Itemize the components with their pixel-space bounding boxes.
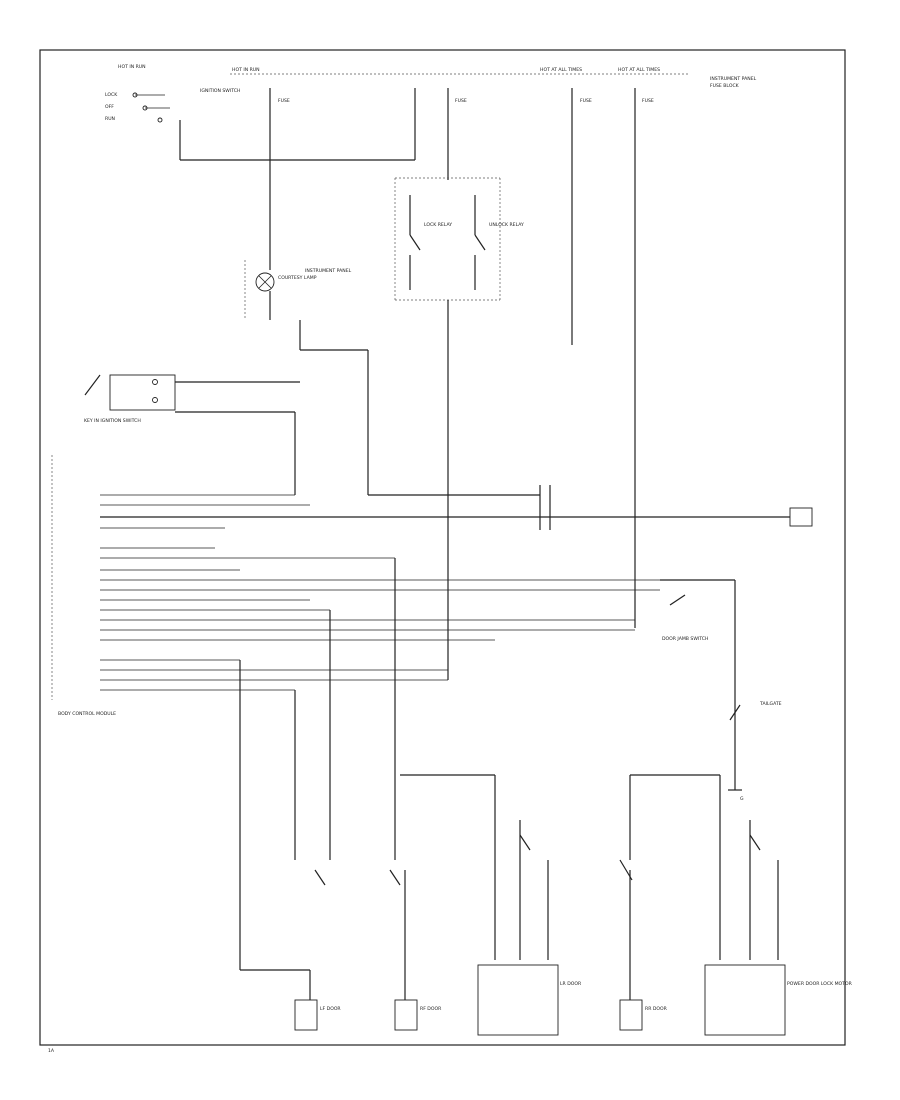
power-header: HOT IN RUN HOT IN RUN HOT AT ALL TIMES H… <box>118 64 757 89</box>
body-control-module: BODY CONTROL MODULE <box>51 455 660 717</box>
panel-fuse-block-label: FUSE BLOCK <box>710 83 740 89</box>
instrument-panel-label-2: INSTRUMENT PANEL <box>305 268 352 274</box>
motor-label: POWER DOOR LOCK MOTOR <box>787 981 853 987</box>
instrument-panel-label: INSTRUMENT PANEL <box>710 76 757 82</box>
rr-door-label: RR DOOR <box>645 1006 668 1012</box>
door-feeds <box>239 558 721 1000</box>
rf-door-label: RF DOOR <box>420 1006 442 1012</box>
ignition-switch: LOCK OFF RUN IGNITION SWITCH <box>105 88 240 123</box>
key-in-ignition-switch-label: KEY IN IGNITION SWITCH <box>84 418 141 424</box>
feed-wires <box>299 180 636 680</box>
fuses: FUSE FUSE FUSE FUSE <box>179 88 654 345</box>
courtesy-lamp: COURTESY LAMP INSTRUMENT PANEL <box>244 260 352 320</box>
tailgate-label: TAILGATE <box>759 701 782 707</box>
svg-text:RUN: RUN <box>105 116 115 122</box>
hot-in-run-bus-label: HOT IN RUN <box>232 67 260 73</box>
jamb-switch-chain: DOOR JAMB SWITCH TAILGATE G <box>660 579 782 802</box>
fuse-label-1: FUSE <box>278 98 290 104</box>
fuse-label-3: FUSE <box>580 98 592 104</box>
figure-code: 1A <box>48 1048 55 1054</box>
lock-relay-label: LOCK RELAY <box>424 222 452 228</box>
lr-door-label: LR DOOR <box>560 981 582 987</box>
hot-at-all-times-label-1: HOT AT ALL TIMES <box>540 67 582 73</box>
fuse-label-4: FUSE <box>642 98 654 104</box>
door-jamb-switch-label: DOOR JAMB SWITCH <box>662 636 708 642</box>
svg-text:OFF: OFF <box>105 104 114 110</box>
hot-in-run-label: HOT IN RUN <box>118 64 146 70</box>
svg-text:LOCK: LOCK <box>105 92 118 98</box>
ignition-switch-label: IGNITION SWITCH <box>200 88 240 94</box>
lf-door-label: LF DOOR <box>320 1006 341 1012</box>
body-control-module-label: BODY CONTROL MODULE <box>58 711 116 717</box>
unlock-relay-label: UNLOCK RELAY <box>489 222 524 228</box>
courtesy-lamp-label: COURTESY LAMP <box>278 275 317 281</box>
key-in-ignition-switch: KEY IN IGNITION SWITCH <box>84 374 300 495</box>
connector-block <box>100 485 813 530</box>
door-lock-relays: LOCK RELAY UNLOCK RELAY <box>394 177 524 345</box>
ground-label-tailgate: G <box>740 796 744 802</box>
diagram-border <box>39 49 846 1046</box>
fuse-label-2: FUSE <box>455 98 467 104</box>
hot-at-all-times-label-2: HOT AT ALL TIMES <box>618 67 660 73</box>
door-lock-motors: LF DOOR RF DOOR LR DOOR RR DOOR POWER DO… <box>294 870 853 1036</box>
door-switches <box>314 820 779 960</box>
